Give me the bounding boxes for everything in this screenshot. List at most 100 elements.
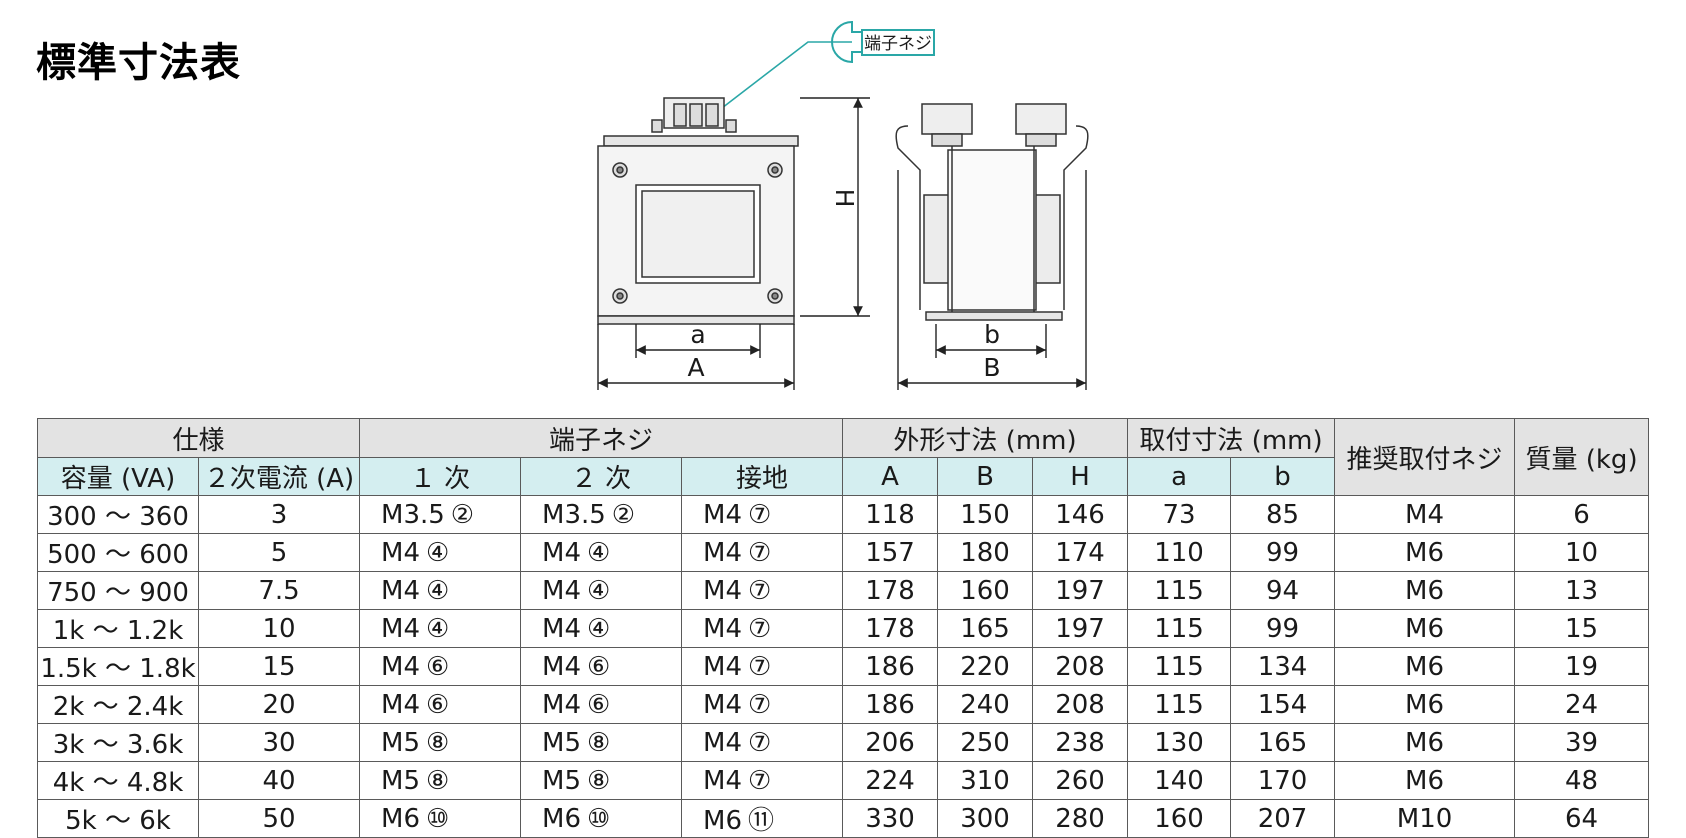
terminal-number-mark: ⑧ bbox=[426, 727, 450, 758]
screw-size: M4 bbox=[703, 613, 742, 644]
cell-current: 3 bbox=[197, 495, 361, 534]
cell-capacity: 3k ～ 3.6k bbox=[37, 723, 199, 762]
screw-size: M5 bbox=[542, 727, 581, 758]
cell-dim-a: 206 bbox=[842, 723, 939, 762]
cell-capacity: 1.5k ～ 1.8k bbox=[37, 647, 199, 686]
terminal-number-mark: ⑧ bbox=[587, 765, 611, 796]
header-mount-dimensions: 取付寸法 (mm) bbox=[1127, 418, 1336, 458]
page-title: 標準寸法表 bbox=[36, 40, 241, 86]
terminal-number-mark: ⑥ bbox=[587, 689, 611, 720]
screw-size: M4 bbox=[381, 613, 420, 644]
dimension-lines bbox=[597, 97, 1087, 390]
cell-current: 7.5 bbox=[197, 571, 361, 610]
header-outer-dimensions: 外形寸法 (mm) bbox=[842, 418, 1129, 458]
cell-current: 40 bbox=[197, 761, 361, 800]
cell-dim-b: 300 bbox=[937, 799, 1034, 838]
cell-mount-a: 130 bbox=[1127, 723, 1232, 762]
cell-dim-a: 178 bbox=[842, 571, 939, 610]
cell-recommended-screw: M4 bbox=[1334, 495, 1516, 534]
header-primary: １ 次 bbox=[359, 457, 522, 496]
cell-recommended-screw: M6 bbox=[1334, 533, 1516, 572]
cell-mount-b: 99 bbox=[1230, 609, 1336, 648]
cell-dim-a: 224 bbox=[842, 761, 939, 800]
cell-mount-a: 73 bbox=[1127, 495, 1232, 534]
cell-mount-b: 154 bbox=[1230, 685, 1336, 724]
cell-capacity: 5k ～ 6k bbox=[37, 799, 199, 838]
header-terminal-screw: 端子ネジ bbox=[359, 418, 844, 458]
cell-recommended-screw: M6 bbox=[1334, 609, 1516, 648]
terminal-number-mark: ⑧ bbox=[587, 727, 611, 758]
header-mount-b: b bbox=[1230, 457, 1336, 496]
screw-size: M3.5 bbox=[381, 499, 445, 530]
cell-current: 5 bbox=[197, 533, 361, 572]
cell-dim-b: 160 bbox=[937, 571, 1034, 610]
cell-dim-h: 208 bbox=[1032, 685, 1129, 724]
cell-recommended-screw: M6 bbox=[1334, 723, 1516, 762]
screw-size: M4 bbox=[381, 689, 420, 720]
header-capacity: 容量 (VA) bbox=[37, 457, 199, 496]
spec-table: 仕様 端子ネジ 外形寸法 (mm) 取付寸法 (mm) 推奨取付ネジ 質量 (k… bbox=[36, 418, 1650, 838]
terminal-number-mark: ⑩ bbox=[426, 803, 450, 834]
screw-size: M4 bbox=[542, 575, 581, 606]
cell-mount-a: 160 bbox=[1127, 799, 1232, 838]
terminal-number-mark: ⑦ bbox=[748, 765, 772, 796]
cell-dim-b: 240 bbox=[937, 685, 1034, 724]
terminal-number-mark: ② bbox=[450, 499, 475, 530]
cell-mount-b: 94 bbox=[1230, 571, 1336, 610]
header-dim-a: A bbox=[842, 457, 939, 496]
screw-size: M4 bbox=[381, 537, 420, 568]
screw-size: M4 bbox=[703, 575, 742, 606]
header-dim-b: B bbox=[937, 457, 1034, 496]
cell-mount-b: 134 bbox=[1230, 647, 1336, 686]
cell-capacity: 500 ～ 600 bbox=[37, 533, 199, 572]
cell-mass: 10 bbox=[1514, 533, 1650, 572]
terminal-number-mark: ⑦ bbox=[748, 727, 772, 758]
screw-size: M6 bbox=[381, 803, 420, 834]
screw-size: M4 bbox=[703, 499, 742, 530]
cell-mass: 48 bbox=[1514, 761, 1650, 800]
screw-size: M4 bbox=[703, 765, 742, 796]
cell-dim-h: 174 bbox=[1032, 533, 1129, 572]
dim-label-a: a bbox=[690, 320, 705, 349]
dim-label-big-b: B bbox=[983, 353, 1000, 382]
cell-recommended-screw: M6 bbox=[1334, 647, 1516, 686]
side-view bbox=[895, 103, 1089, 321]
terminal-number-mark: ⑦ bbox=[748, 613, 772, 644]
cell-dim-b: 180 bbox=[937, 533, 1034, 572]
cell-capacity: 300 ～ 360 bbox=[37, 495, 199, 534]
header-secondary-current: ２次電流 (A) bbox=[197, 457, 361, 496]
screw-size: M5 bbox=[542, 765, 581, 796]
terminal-number-mark: ⑦ bbox=[748, 499, 772, 530]
cell-dim-h: 197 bbox=[1032, 571, 1129, 610]
cell-mass: 13 bbox=[1514, 571, 1650, 610]
cell-recommended-screw: M10 bbox=[1334, 799, 1516, 838]
cell-current: 30 bbox=[197, 723, 361, 762]
cell-recommended-screw: M6 bbox=[1334, 761, 1516, 800]
screw-size: M4 bbox=[381, 651, 420, 682]
terminal-number-mark: ④ bbox=[587, 613, 611, 644]
cell-mount-b: 207 bbox=[1230, 799, 1336, 838]
dim-label-big-a: A bbox=[687, 353, 704, 382]
cell-dim-b: 250 bbox=[937, 723, 1034, 762]
cell-mass: 6 bbox=[1514, 495, 1650, 534]
cell-mass: 19 bbox=[1514, 647, 1650, 686]
cell-mount-a: 140 bbox=[1127, 761, 1232, 800]
terminal-number-mark: ⑩ bbox=[587, 803, 611, 834]
terminal-number-mark: ⑥ bbox=[587, 651, 611, 682]
cell-mass: 64 bbox=[1514, 799, 1650, 838]
